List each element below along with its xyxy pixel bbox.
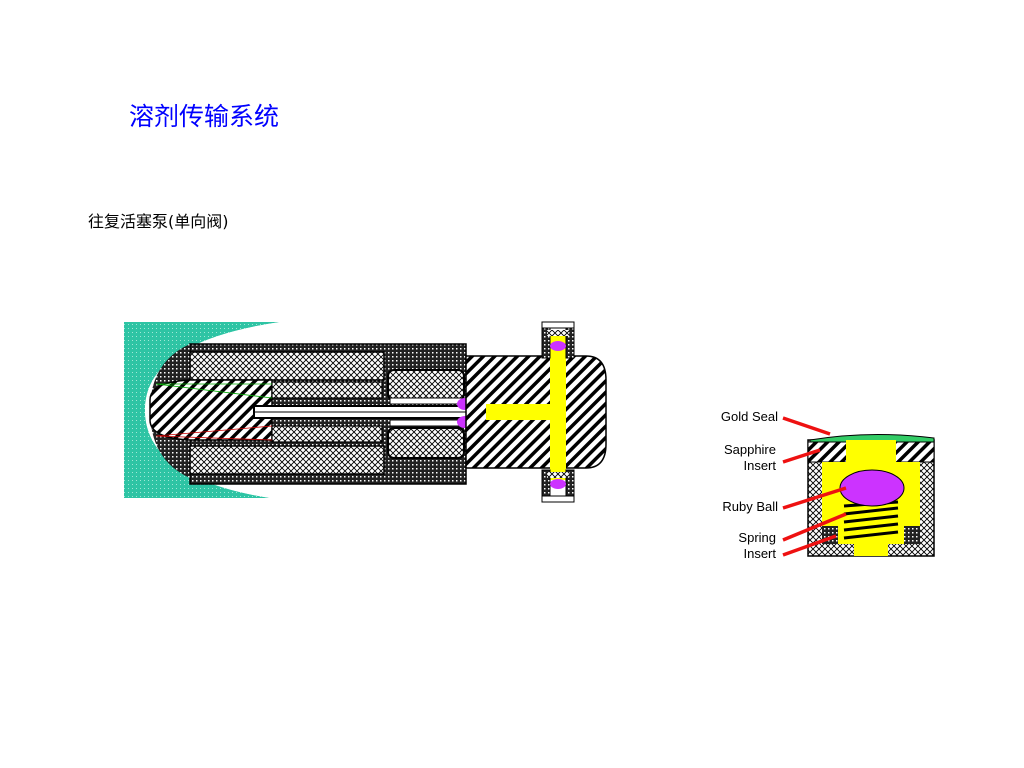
pump-head [124,321,607,503]
fluid-channel-horizontal [486,404,550,420]
outlet-valve [541,321,575,359]
ruby-ball [839,469,905,507]
leader-lines [782,416,847,557]
slide-subtitle: 往复活塞泵(单向阀) [88,212,229,231]
inlet-valve [541,469,575,503]
label-gold-seal: Gold Seal [720,409,778,424]
slide-title: 溶剂传输系统 [129,102,280,131]
label-ruby-ball: Ruby Ball [722,499,778,514]
gold-seal [809,433,935,443]
seal-block-bottom [387,427,465,459]
fluid-channel-vertical [550,336,566,480]
check-valve-detail [782,416,935,557]
label-sapphire-insert: Sapphire Insert [723,442,776,473]
seal-block-top [387,369,465,401]
label-spring-insert: Spring Insert [738,530,776,561]
